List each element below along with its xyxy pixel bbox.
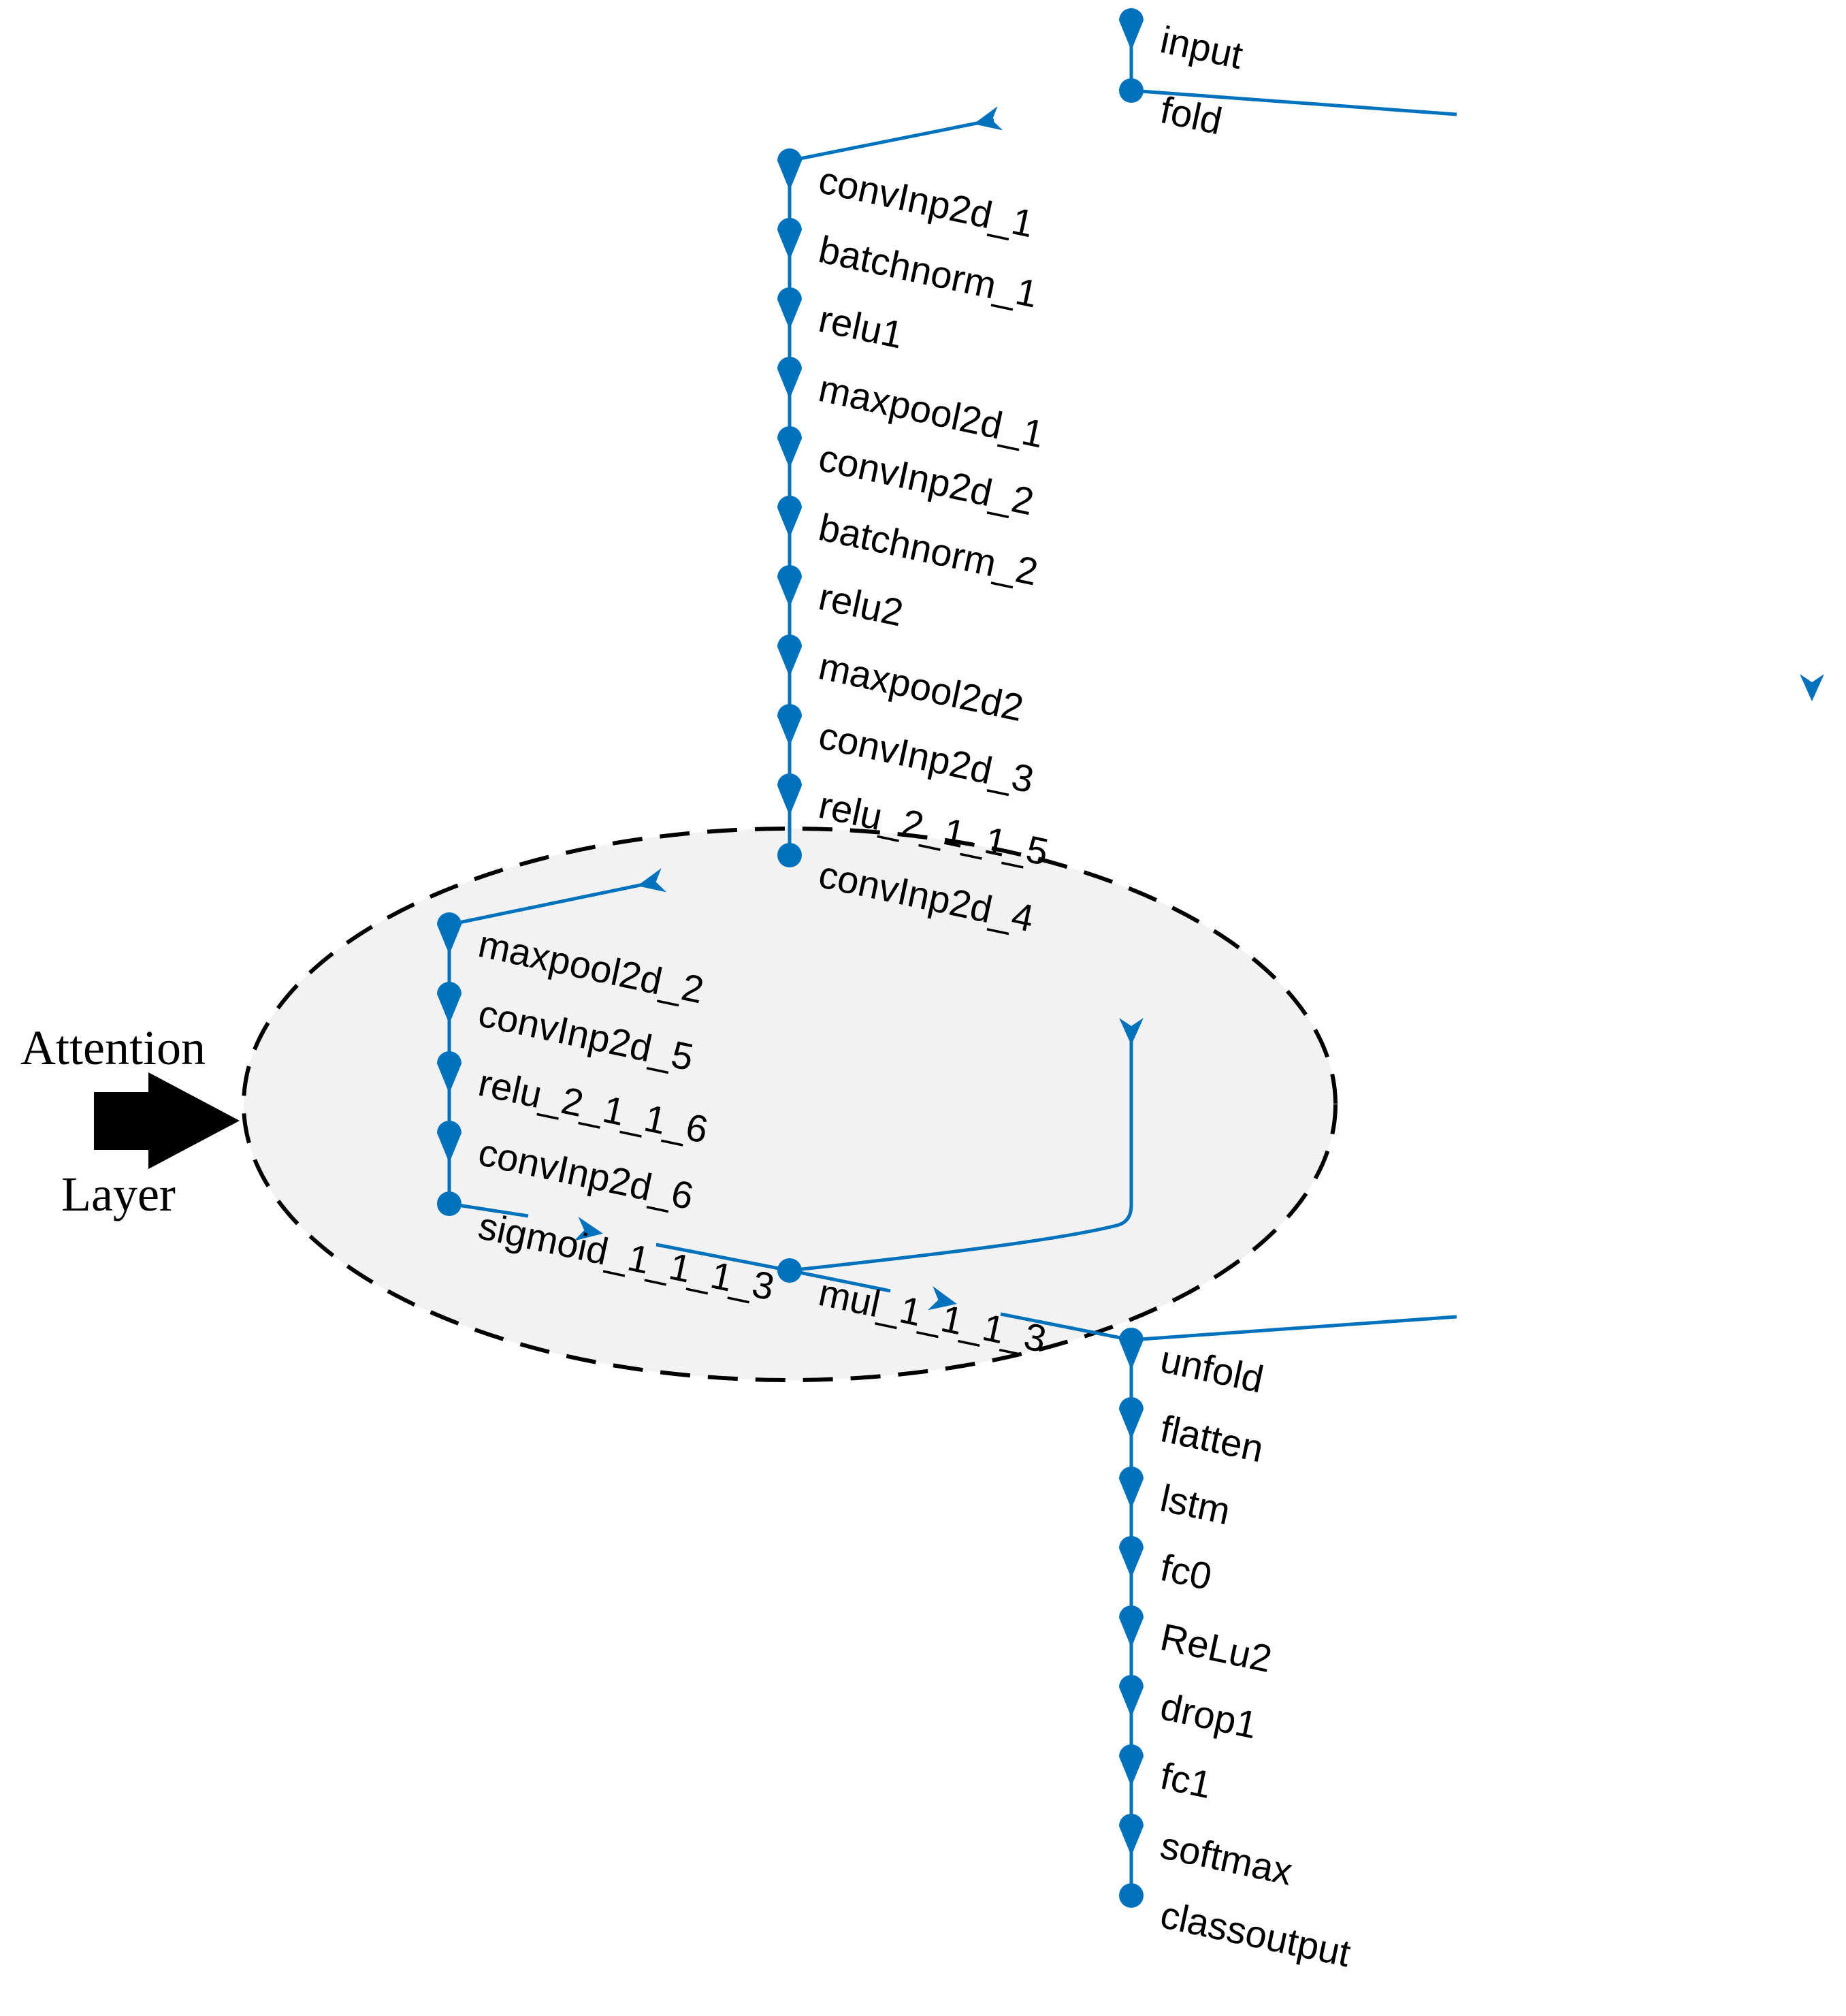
node-label: fc1 [1157, 1754, 1216, 1806]
node-mul [777, 1258, 802, 1283]
node-conv3 [777, 704, 802, 746]
edge-fold-unfold-arrow [1800, 674, 1824, 701]
node-softmax [1119, 1814, 1144, 1856]
node-mp1 [777, 357, 802, 399]
edge-conv4-mp2b [449, 880, 654, 927]
node-label: ReLu2 [1157, 1615, 1276, 1680]
edge-fold-conv1-arrow [973, 106, 1003, 131]
annotation-arrow [94, 1072, 240, 1169]
node-label: flatten [1157, 1407, 1267, 1470]
node-sig [437, 1191, 462, 1216]
node-mp2b [437, 912, 462, 955]
node-conv1 [777, 148, 802, 191]
node-fold [1119, 78, 1144, 103]
edge-conv4-mp2b-arrow [637, 868, 667, 893]
node-conv4 [777, 843, 802, 867]
node-label: relu1 [815, 297, 907, 357]
edge-conv4-mul [789, 1042, 1133, 1273]
nodes [437, 8, 1144, 1908]
edge-sig-mul-arrow [574, 1217, 603, 1241]
node-relu1 [777, 287, 802, 330]
node-label: relu2 [815, 575, 907, 635]
node-unfold [1119, 1328, 1144, 1370]
node-label: fc0 [1157, 1546, 1216, 1598]
node-flatten [1119, 1397, 1144, 1439]
node-relu216 [437, 1051, 462, 1093]
edges [447, 20, 1824, 1895]
node-lstm [1119, 1467, 1144, 1509]
node-relu-b [1119, 1605, 1144, 1648]
attention-region [242, 827, 1338, 1382]
node-relu2 [777, 565, 802, 607]
node-relu215 [777, 773, 802, 816]
node-input [1119, 8, 1144, 50]
node-classout [1119, 1883, 1144, 1908]
edge-sig-mul [449, 1202, 790, 1273]
node-label: classoutput [1157, 1893, 1355, 1975]
annotation-title: Attention [20, 1021, 206, 1075]
node-fc1 [1119, 1744, 1144, 1787]
node-conv6 [437, 1121, 462, 1163]
node-label: lstm [1157, 1476, 1235, 1533]
node-label: softmax [1157, 1823, 1297, 1893]
node-label: maxpool2d2 [815, 644, 1028, 729]
node-bn2 [777, 496, 802, 538]
node-bn1 [777, 218, 802, 260]
edge-fold-conv1 [789, 89, 1457, 163]
node-drop1 [1119, 1675, 1144, 1717]
edge-conv4-mul-arrow [1119, 1018, 1144, 1045]
annotation-subtitle: Layer [61, 1167, 176, 1221]
node-conv2 [777, 426, 802, 468]
node-label: input [1157, 18, 1247, 77]
node-label: drop1 [1157, 1684, 1261, 1746]
node-fc0 [1119, 1536, 1144, 1578]
node-label: unfold [1157, 1337, 1267, 1401]
node-conv5 [437, 982, 462, 1024]
node-mp2 [777, 635, 802, 677]
edge-mul-unfold-arrow [927, 1286, 957, 1311]
